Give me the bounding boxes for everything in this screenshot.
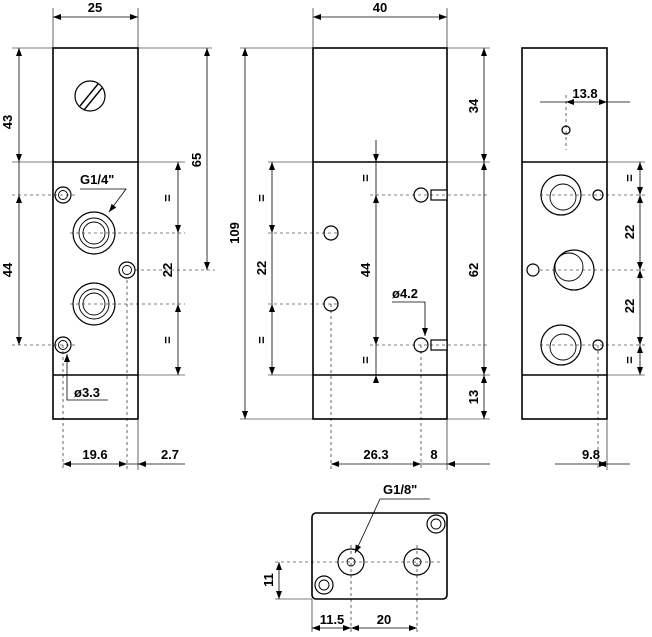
bottom-port-label: G1/8" xyxy=(383,482,417,497)
dim-side-offset-a: 26.3 xyxy=(363,447,388,462)
dim-end-bottom-offset: 9.8 xyxy=(582,447,600,462)
equal-mark: = xyxy=(358,174,373,182)
front-port-label: G1/4" xyxy=(80,172,114,187)
dim-bottom-offset-b: 20 xyxy=(377,612,391,627)
dim-end-top-offset: 13.8 xyxy=(572,86,597,101)
dim-bottom-height: 11 xyxy=(261,573,276,587)
end-view: 13.8 = 22 22 = 9.8 xyxy=(521,47,645,470)
dim-side-left-pitch: 22 xyxy=(254,261,269,275)
front-view: 25 43 44 65 = 22 = G1/4" ø3.3 xyxy=(0,0,215,470)
dim-end-pitch-lower: 22 xyxy=(622,299,637,313)
end-body xyxy=(521,47,608,420)
front-hole-label: ø3.3 xyxy=(74,385,100,400)
dim-front-mid-height: 44 xyxy=(0,262,15,277)
dim-front-port-pitch: 22 xyxy=(160,263,175,277)
dim-side-offset-b: 8 xyxy=(430,447,437,462)
dim-side-bottom-height: 13 xyxy=(466,390,481,404)
equal-mark: = xyxy=(254,194,269,202)
equal-mark: = xyxy=(358,356,373,364)
equal-mark: = xyxy=(622,174,637,182)
dim-front-width: 25 xyxy=(88,0,102,15)
dim-side-right-pitch: 62 xyxy=(466,263,481,277)
dim-end-pitch-upper: 22 xyxy=(622,225,637,239)
screw-icon xyxy=(314,514,446,595)
screw-icon xyxy=(74,80,106,112)
dim-side-top-height: 34 xyxy=(466,98,481,113)
dim-front-offset-a: 19.6 xyxy=(82,447,107,462)
mount-hole-icon xyxy=(54,186,136,354)
dim-front-offset-b: 2.7 xyxy=(161,447,179,462)
equal-mark: = xyxy=(254,336,269,344)
equal-mark: = xyxy=(622,356,637,364)
dim-front-top-height: 43 xyxy=(0,115,15,129)
dim-front-upper-height: 65 xyxy=(189,153,204,167)
side-view: 40 109 = 22 = = 44 = 34 62 13 xyxy=(227,0,490,470)
dim-side-mid-pitch: 44 xyxy=(358,262,373,277)
bottom-body xyxy=(311,512,448,600)
side-hole-label: ø4.2 xyxy=(392,286,418,301)
equal-mark: = xyxy=(160,336,175,344)
dim-side-total-height: 109 xyxy=(227,222,242,244)
equal-mark: = xyxy=(160,194,175,202)
dim-bottom-offset-a: 11.5 xyxy=(320,612,345,627)
bottom-view: G1/8" 11 11.5 20 xyxy=(261,482,448,632)
dim-side-width: 40 xyxy=(373,0,387,15)
